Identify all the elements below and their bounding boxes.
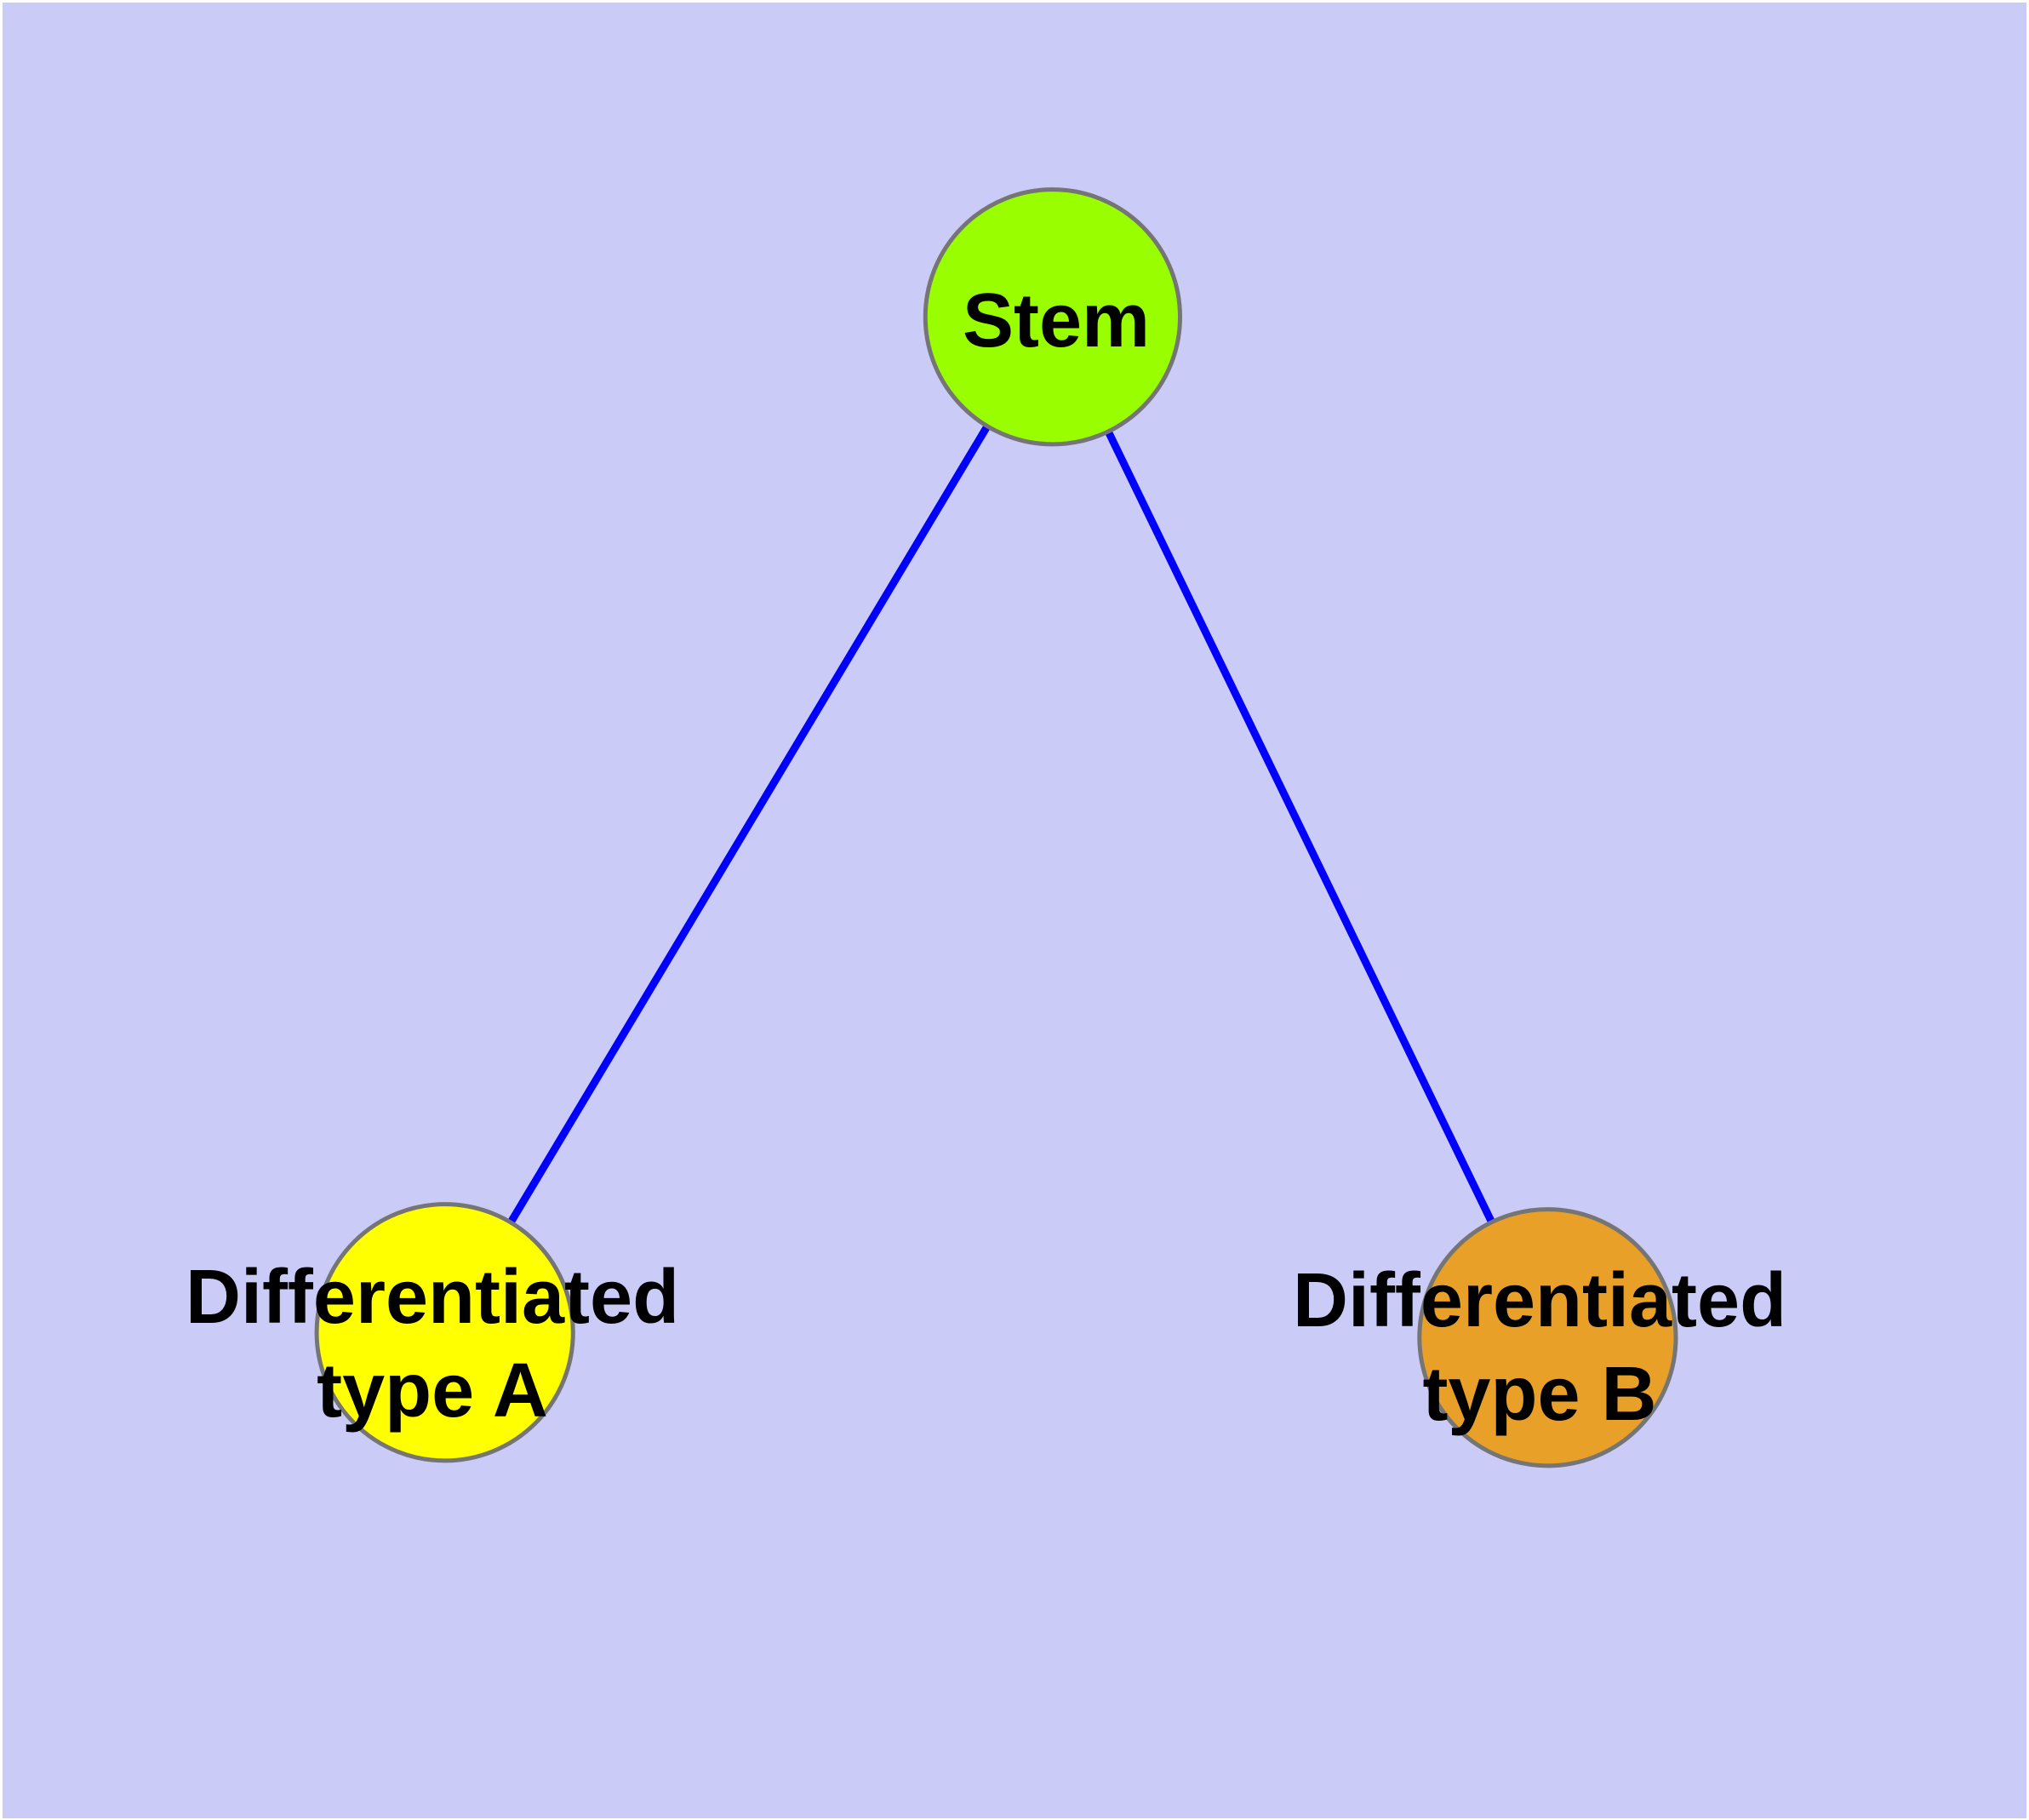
node-label-stem: Stem [962, 278, 1151, 363]
diagram-background: Stem Differentiated type A Differentiate… [3, 3, 2026, 1818]
node-stem [923, 187, 1183, 447]
node-label-differentiated-type-b: Differentiated type B [1292, 1258, 1787, 1437]
graph-canvas [314, 187, 1678, 1468]
edge-stem-to-type-b [1049, 315, 1552, 1340]
edge-stem-to-type-a [441, 314, 1056, 1335]
edges-group [441, 314, 1552, 1340]
node-differentiated-type-b [1417, 1207, 1678, 1468]
node-label-differentiated-type-a: Differentiated type A [185, 1255, 680, 1434]
nodes-group [314, 187, 1678, 1468]
node-differentiated-type-a [314, 1202, 575, 1463]
